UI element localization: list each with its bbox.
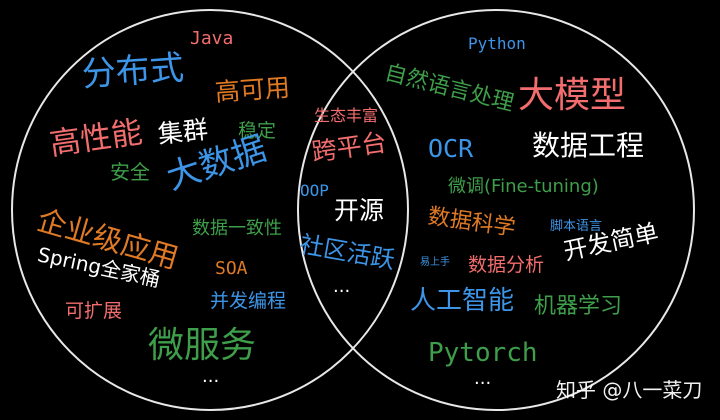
shared-more: ... xyxy=(333,276,351,297)
word-high-availability: 高可用 xyxy=(213,72,291,107)
word-ocr: OCR xyxy=(428,134,474,163)
word-open-source: 开源 xyxy=(334,196,385,225)
word-distributed: 分布式 xyxy=(80,47,186,95)
word-cluster: 集群 xyxy=(156,114,210,149)
word-fine-tuning: 微调(Fine-tuning) xyxy=(448,176,599,197)
word-rich-ecosystem: 生态丰富 xyxy=(314,106,379,125)
word-easy-to-learn: 易上手 xyxy=(420,257,450,268)
word-security: 安全 xyxy=(110,160,150,184)
left-more: ... xyxy=(202,366,220,387)
word-soa: SOA xyxy=(215,258,248,279)
word-concurrent-programming: 并发编程 xyxy=(210,290,287,312)
word-scripting-language: 脚本语言 xyxy=(550,219,603,234)
right-circle xyxy=(297,9,695,411)
word-microservices: 微服务 xyxy=(148,325,257,366)
word-scalable: 可扩展 xyxy=(65,300,123,322)
right-more: ... xyxy=(474,368,492,389)
word-data-consistency: 数据一致性 xyxy=(192,218,282,239)
word-java: Java xyxy=(190,28,234,49)
word-machine-learning: 机器学习 xyxy=(534,294,623,319)
word-oop: OOP xyxy=(300,181,329,200)
watermark: 知乎 @八一菜刀 xyxy=(556,378,703,402)
word-data-engineering: 数据工程 xyxy=(532,129,645,162)
word-stable: 稳定 xyxy=(238,120,277,142)
word-large-model: 大模型 xyxy=(518,75,627,116)
word-ai: 人工智能 xyxy=(410,286,515,316)
left-circle xyxy=(11,9,409,411)
word-data-analysis: 数据分析 xyxy=(468,254,545,276)
word-pytorch: Pytorch xyxy=(428,338,538,368)
word-python: Python xyxy=(468,34,526,53)
